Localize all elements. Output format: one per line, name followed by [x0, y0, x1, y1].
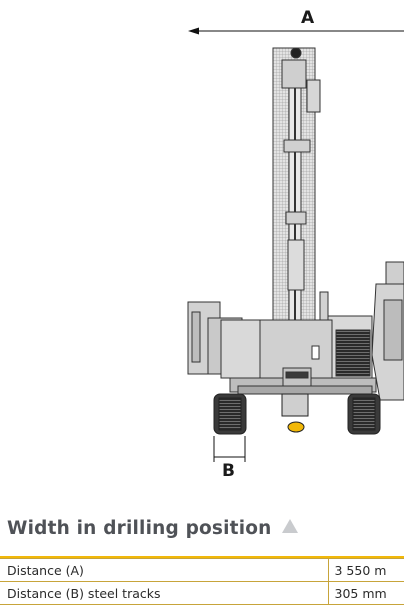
mast: [272, 47, 321, 323]
pipe-rack: [371, 261, 404, 401]
specs-table: Distance (A) 3 550 m Distance (B) steel …: [0, 558, 404, 605]
dimension-a: A: [188, 8, 404, 35]
spec-value: 3 550 m: [327, 558, 404, 582]
spec-label: Distance (B) steel tracks: [0, 581, 328, 605]
section-title-text: Width in drilling position: [7, 518, 272, 539]
dimension-b-label: B: [222, 461, 235, 481]
collapse-triangle-icon[interactable]: [281, 519, 298, 533]
section-title: Width in drilling position: [7, 518, 298, 539]
drilling-rig-drawing: A: [187, 8, 404, 481]
table-row: Distance (B) steel tracks 305 mm: [0, 581, 404, 605]
tracks: [213, 393, 381, 435]
spec-label: Distance (A): [0, 558, 328, 582]
machine-body: [187, 291, 377, 395]
dimension-a-label: A: [301, 8, 315, 28]
spec-value: 305 mm: [327, 581, 404, 605]
table-row: Distance (A) 3 550 m: [0, 558, 404, 582]
accent-rule: [0, 556, 404, 558]
dimension-b: B: [213, 436, 246, 481]
